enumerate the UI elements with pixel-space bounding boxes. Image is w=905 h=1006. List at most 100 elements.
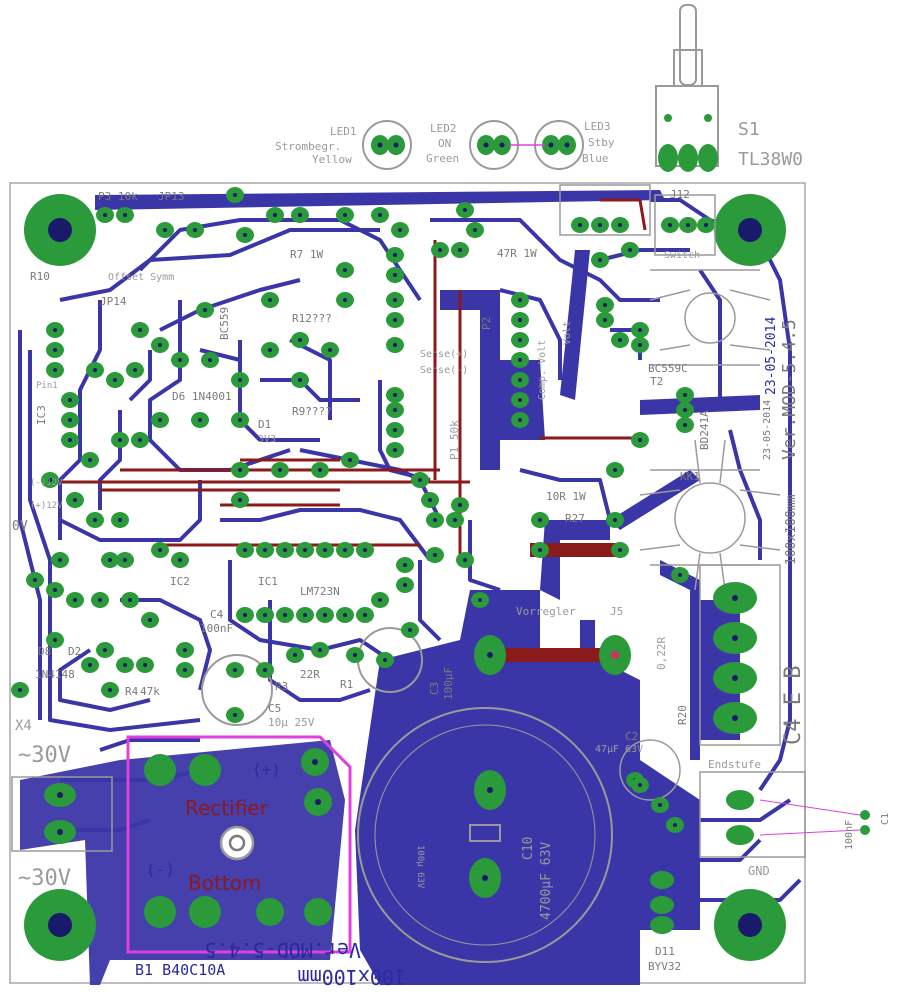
pad-drill [518, 318, 522, 322]
lbl-bottom: Bottom [188, 871, 261, 895]
silkscreen-text: LED1 Strombegr. Yellow LED2 ON Green LED… [12, 119, 891, 989]
lbl-d2b: 1N4148 [35, 668, 75, 681]
lbl-r10: R10 [30, 270, 50, 283]
pad-drill [343, 548, 347, 552]
pad-drill [323, 548, 327, 552]
pad-drill [683, 423, 687, 427]
lbl-bc559: BC559 [218, 307, 231, 340]
lbl-c2v: 47µF [595, 744, 619, 755]
lbl-date-side2: 23-05-2014 [764, 317, 779, 395]
pad-drill [598, 258, 602, 262]
lbl-in1: Pin1 [36, 381, 58, 391]
led2-ref: LED2 [430, 122, 457, 135]
pad-drill [48, 478, 52, 482]
pad-drill [398, 228, 402, 232]
pad-drill [103, 648, 107, 652]
pad-drill [303, 613, 307, 617]
led1-color: Yellow [312, 153, 352, 166]
switch-s1 [655, 4, 719, 172]
lbl-size-side: 100x100mm [784, 494, 799, 565]
pad-drill [343, 268, 347, 272]
pad-drill [686, 223, 690, 227]
pad-drill [183, 668, 187, 672]
pad-drill [393, 408, 397, 412]
pad-drill [363, 548, 367, 552]
lbl-r1v: 22R [300, 668, 320, 681]
lbl-r10w: 10R 1W [546, 490, 586, 503]
pad-drill [283, 613, 287, 617]
pad-drill [418, 478, 422, 482]
pad-drill [683, 408, 687, 412]
lbl-r4: R4 [125, 685, 139, 698]
pad-drill [268, 298, 272, 302]
pad-drill [243, 613, 247, 617]
rectifier-hole-inner [228, 834, 246, 852]
lbl-c10: C10 [521, 837, 536, 860]
lbl-sense-plus: Sense(+) [420, 349, 468, 360]
lbl-vorregler: Vorregler [516, 605, 576, 618]
pad-drill [88, 663, 92, 667]
lbl-c2b: 63V [625, 744, 643, 755]
pad-drill [618, 223, 622, 227]
lbl-p3: P3 10k [98, 190, 138, 203]
pad-drill [538, 548, 542, 552]
pad-drill [298, 378, 302, 382]
pad-drill [518, 398, 522, 402]
rectifier-outline [126, 735, 352, 954]
pad-drill [638, 783, 642, 787]
pad-drill [118, 438, 122, 442]
component-pads [11, 187, 715, 833]
pad-drill [233, 193, 237, 197]
led2-desc: ON [438, 137, 451, 150]
lbl-bc559c: BC559C [648, 362, 688, 375]
lbl-c10v: 4700µF 63V [539, 842, 554, 920]
lbl-p2: P2 [480, 317, 493, 330]
cap-c5 [201, 654, 273, 726]
pad-drill [518, 418, 522, 422]
lbl-gnd: GND [748, 864, 770, 878]
lbl-volt: Volt [562, 321, 573, 345]
rectifier-mount-hole [219, 825, 255, 861]
mounting-holes [24, 194, 786, 961]
lbl-r7: R7 1W [290, 248, 323, 261]
pad-drill [393, 273, 397, 277]
lbl-d8: D8 [38, 645, 51, 658]
lbl-c4v: 100nF [200, 622, 233, 635]
pad-drill [123, 213, 127, 217]
pad-drill [68, 398, 72, 402]
pad-drill [303, 548, 307, 552]
pad-drill [118, 518, 122, 522]
pad-drill [158, 548, 162, 552]
lbl-p1: P1 50k [448, 420, 461, 460]
pad-drill [178, 358, 182, 362]
pad-drill [238, 378, 242, 382]
pad-drill [53, 638, 57, 642]
led-pads [371, 135, 576, 155]
led3-color: Blue [582, 152, 609, 165]
lbl-c3: C3 [428, 682, 441, 695]
led1-ref: LED1 [330, 125, 357, 138]
pad-drill [183, 648, 187, 652]
lbl-d1: D1 [258, 418, 271, 431]
pad-drill [433, 518, 437, 522]
lbl-r27: R27 [565, 512, 585, 525]
pad-drill [438, 248, 442, 252]
pad-drill [518, 358, 522, 362]
pad-drill [88, 458, 92, 462]
lbl-switch: Switch [664, 250, 700, 261]
lbl-jp14: JP14 [100, 295, 127, 308]
lbl-c5v: 10µ 25V [268, 716, 315, 729]
pad-drill [673, 823, 677, 827]
pad-drill [123, 558, 127, 562]
lbl-b1: B1 B40C10A [135, 961, 225, 979]
lbl-x4: X4 [15, 718, 32, 734]
pad-drill [638, 343, 642, 347]
pad-drill [393, 428, 397, 432]
pad-drill [393, 253, 397, 257]
pad-drill [58, 558, 62, 562]
pad-drill [343, 298, 347, 302]
pad-drill [638, 438, 642, 442]
lbl-date-side: 23-05-2014 [762, 400, 773, 460]
pad-drill [73, 498, 77, 502]
